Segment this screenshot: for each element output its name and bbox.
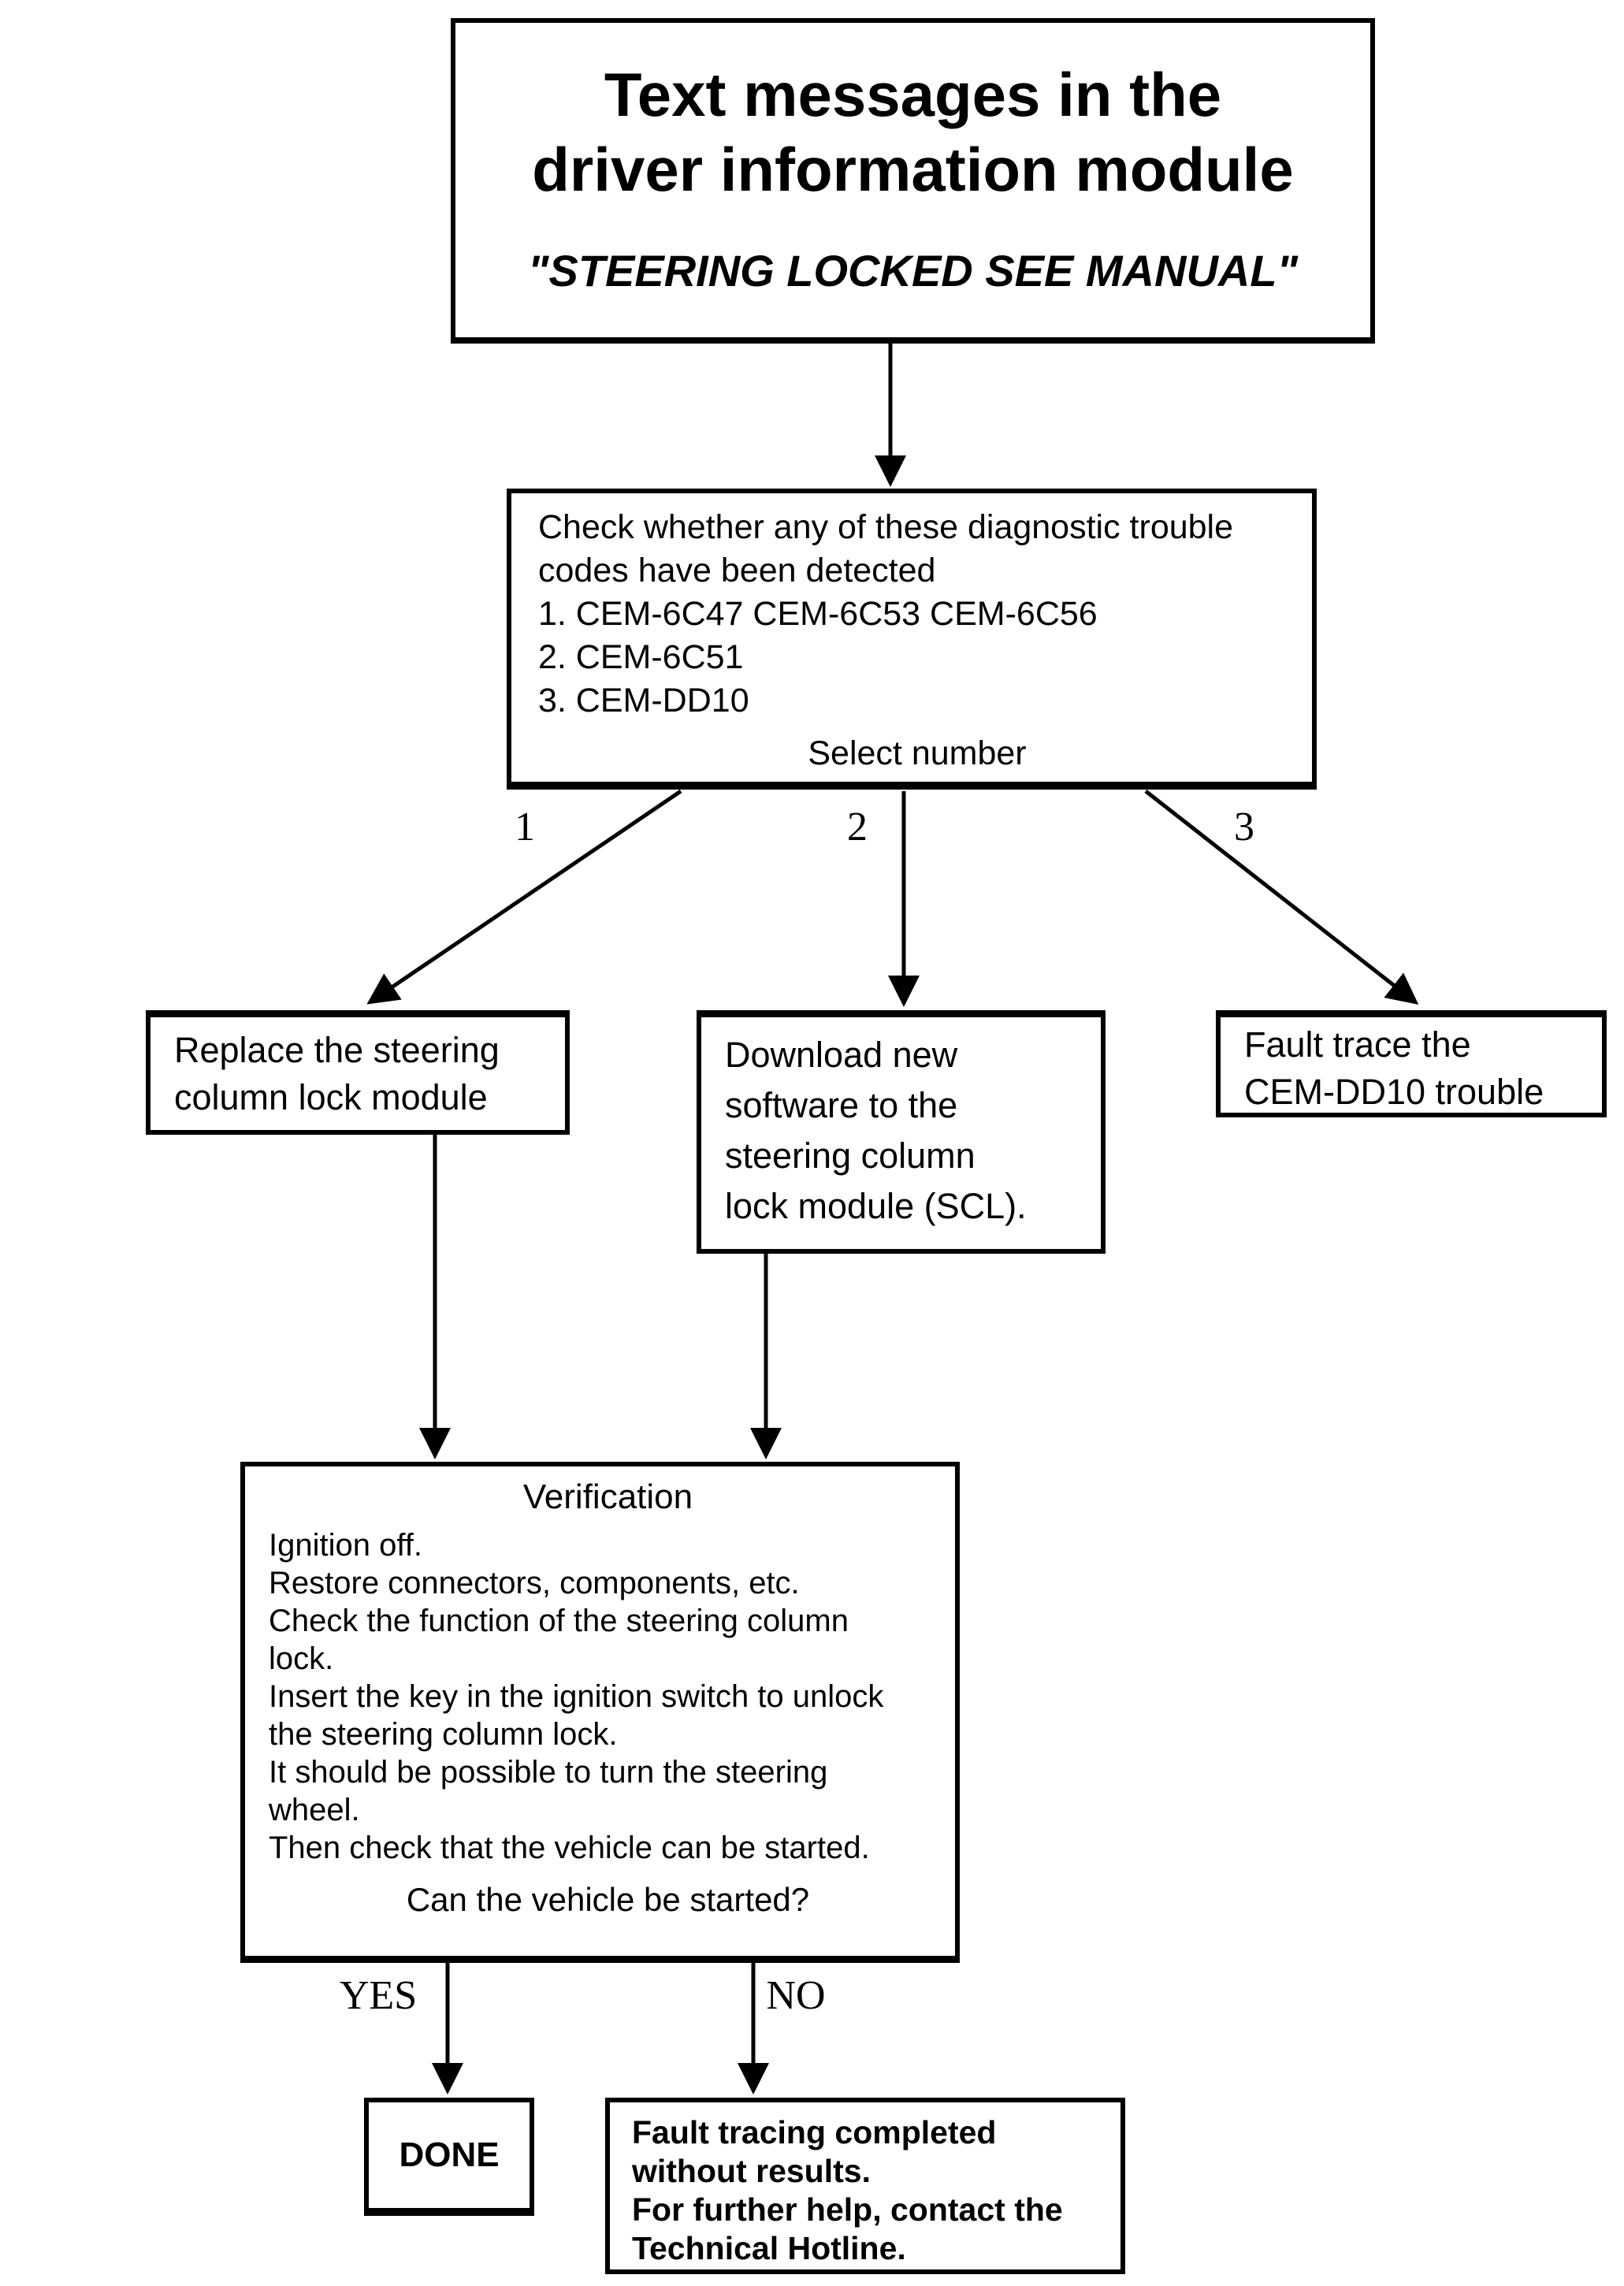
- done-label: DONE: [399, 2135, 500, 2174]
- branch-label-1: 1: [515, 805, 535, 849]
- codes-text-line: Check whether any of these diagnostic tr…: [538, 508, 1234, 546]
- replace-line-2: column lock module: [174, 1077, 488, 1117]
- verification-line: Then check that the vehicle can be start…: [269, 1831, 870, 1865]
- done-box: DONE: [364, 2098, 534, 2216]
- verification-line: wheel.: [269, 1793, 360, 1827]
- select-number-prompt: Select number: [808, 734, 1027, 772]
- verification-line: Ignition off.: [269, 1528, 422, 1563]
- codes-item-3: 3. CEM-DD10: [538, 682, 749, 719]
- verification-question: Can the vehicle be started?: [406, 1881, 810, 1918]
- verification-line: the steering column lock.: [269, 1717, 618, 1752]
- branch-label-3: 3: [1234, 805, 1254, 849]
- replace-module-box: Replace the steering column lock module: [146, 1010, 570, 1135]
- hotline-line-2: without results.: [632, 2153, 871, 2189]
- download-line-3: steering column: [725, 1136, 976, 1176]
- fault-trace-line-1: Fault trace the: [1244, 1024, 1471, 1065]
- title-line-2: driver information module: [532, 135, 1294, 204]
- title-box: Text messages in the driver information …: [451, 18, 1375, 344]
- hotline-line-4: Technical Hotline.: [632, 2230, 906, 2266]
- download-line-4: lock module (SCL).: [725, 1186, 1027, 1226]
- fault-trace-line-2: CEM-DD10 trouble: [1244, 1072, 1544, 1112]
- replace-line-1: Replace the steering: [174, 1030, 500, 1070]
- codes-item-1: 1. CEM-6C47 CEM-6C53 CEM-6C56: [538, 595, 1098, 633]
- hotline-box: Fault tracing completed without results.…: [605, 2098, 1125, 2274]
- hotline-line-1: Fault tracing completed: [632, 2114, 997, 2150]
- title-subtitle: "STEERING LOCKED SEE MANUAL": [527, 246, 1299, 296]
- codes-item-2: 2. CEM-6C51: [538, 638, 744, 676]
- verification-body: Ignition off. Restore connectors, compon…: [269, 1526, 947, 1867]
- download-line-1: Download new: [725, 1035, 958, 1075]
- arrow-branch-1: [366, 789, 682, 1005]
- verification-box: Verification Ignition off. Restore conne…: [240, 1462, 960, 1963]
- fault-trace-box: Fault trace the CEM-DD10 trouble: [1216, 1010, 1607, 1117]
- download-line-2: software to the: [725, 1085, 958, 1125]
- verification-line: lock.: [269, 1641, 334, 1676]
- yes-label: YES: [339, 1973, 418, 2018]
- hotline-line-3: For further help, contact the: [632, 2191, 1063, 2228]
- verification-line: It should be possible to turn the steeri…: [269, 1755, 828, 1790]
- diagnostic-codes-box: Check whether any of these diagnostic tr…: [507, 489, 1317, 790]
- verification-line: Insert the key in the ignition switch to…: [269, 1679, 884, 1714]
- verification-heading: Verification: [522, 1478, 693, 1516]
- codes-text-line: codes have been detected: [538, 552, 936, 589]
- arrow-branch-3: [1144, 790, 1419, 1005]
- verification-line: Restore connectors, components, etc.: [269, 1566, 800, 1600]
- title-line-1: Text messages in the: [604, 60, 1222, 129]
- branch-label-2: 2: [847, 805, 868, 849]
- no-label: NO: [766, 1973, 826, 2018]
- download-software-box: Download new software to the steering co…: [697, 1010, 1106, 1254]
- verification-line: Check the function of the steering colum…: [269, 1604, 849, 1638]
